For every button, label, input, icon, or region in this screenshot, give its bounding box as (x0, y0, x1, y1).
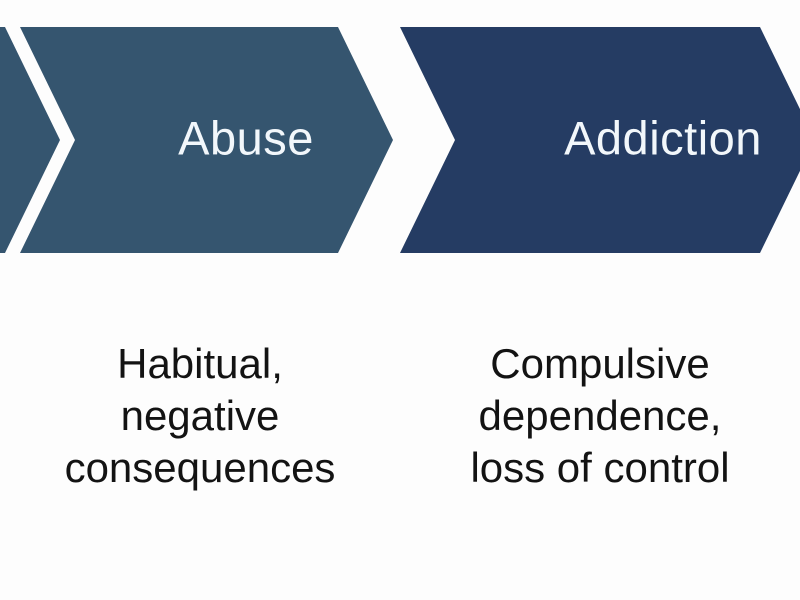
caption-column-abuse: Habitual, negative consequences (0, 330, 400, 560)
caption-column-addiction: Compulsive dependence, loss of control (400, 330, 800, 560)
chevron-label-abuse: Abuse (178, 111, 314, 164)
chevron-label-addiction: Addiction (564, 111, 762, 164)
caption-row: Habitual, negative consequences Compulsi… (0, 330, 800, 560)
caption-line: Habitual, (117, 340, 283, 387)
caption-line: negative (120, 392, 280, 439)
partial-chevron-previous-stage (0, 27, 60, 253)
caption-line: Compulsive (490, 340, 710, 387)
caption-line: consequences (64, 444, 336, 491)
caption-line: loss of control (470, 444, 730, 491)
chevron-flow-band: Abuse Addiction (0, 27, 800, 253)
chevron-shape-abuse[interactable] (20, 27, 393, 253)
chevron-svg: Abuse Addiction (0, 27, 800, 253)
caption-line: dependence, (478, 392, 722, 439)
chevron-shape-addiction[interactable] (400, 27, 800, 253)
